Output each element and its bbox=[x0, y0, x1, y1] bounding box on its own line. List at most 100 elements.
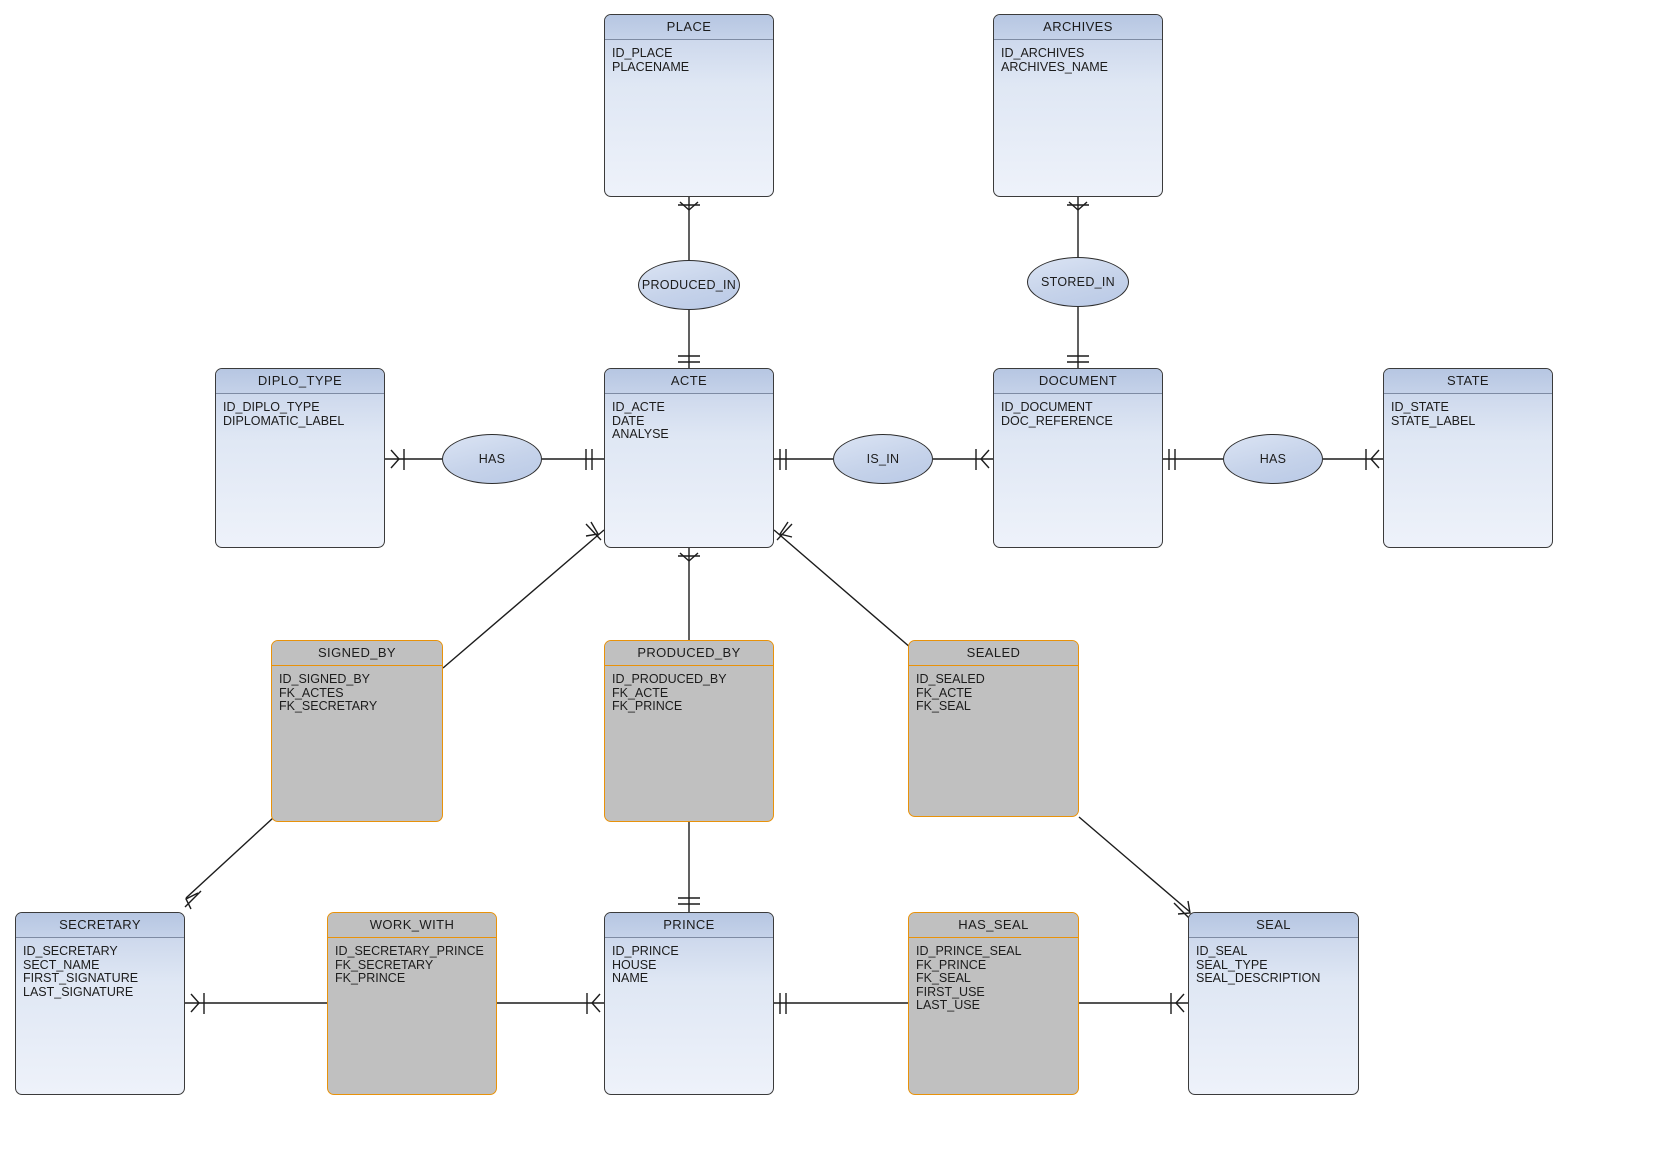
attribute: SECT_NAME bbox=[23, 957, 100, 972]
attribute: ID_SECRETARY bbox=[23, 944, 118, 958]
edge-sealed-seal bbox=[1078, 816, 1191, 913]
attribute: DIPLOMATIC_LABEL bbox=[223, 413, 345, 428]
entity-title-state: STATE bbox=[1384, 369, 1552, 394]
attribute: ID_PRINCE bbox=[612, 944, 679, 958]
attribute: FK_PRINCE bbox=[335, 971, 406, 985]
entity-title-prince: PRINCE bbox=[605, 913, 773, 938]
attribute: FK_ACTES bbox=[279, 685, 344, 700]
crowfoot-seal-left bbox=[1175, 993, 1185, 1013]
entity-title-secretary: SECRETARY bbox=[16, 913, 184, 938]
attribute: STATE_LABEL bbox=[1391, 413, 1476, 428]
attribute: ANALYSE bbox=[612, 427, 669, 441]
attribute: FK_SECRETARY bbox=[335, 957, 434, 972]
crowfoot-secretary bbox=[185, 892, 199, 910]
entity-title-seal: SEAL bbox=[1189, 913, 1358, 938]
attribute: ID_ACTE bbox=[612, 400, 665, 414]
entity-title-produced_by: PRODUCED_BY bbox=[605, 641, 773, 666]
entity-title-place: PLACE bbox=[605, 15, 773, 40]
attribute: NAME bbox=[612, 971, 649, 985]
attribute: DATE bbox=[612, 413, 645, 428]
attribute: DOC_REFERENCE bbox=[1001, 413, 1113, 428]
attribute: FK_SEAL bbox=[916, 971, 971, 985]
attribute: ID_ARCHIVES bbox=[1001, 46, 1085, 60]
crowfoot-seal bbox=[1177, 900, 1191, 915]
attribute: HOUSE bbox=[612, 957, 657, 972]
attribute: ID_DOCUMENT bbox=[1001, 400, 1093, 414]
entity-title-sealed: SEALED bbox=[909, 641, 1078, 666]
entity-title-acte: ACTE bbox=[605, 369, 773, 394]
relationship-label: STORED_IN bbox=[1040, 275, 1115, 289]
relationship-label: IS_IN bbox=[866, 452, 900, 466]
crowfoot-prince-left bbox=[591, 993, 601, 1013]
edge-signed_by-secretary bbox=[185, 817, 274, 899]
attribute: ID_SEAL bbox=[1196, 944, 1248, 958]
entity-title-signed_by: SIGNED_BY bbox=[272, 641, 442, 666]
attribute: ID_SIGNED_BY bbox=[279, 672, 371, 686]
crowfoot-document-left bbox=[980, 449, 990, 469]
attribute: ID_SECRETARY_PRINCE bbox=[335, 944, 484, 958]
attribute: FIRST_USE bbox=[916, 984, 985, 999]
crowfoot-secretary-right bbox=[190, 993, 200, 1013]
relationship-label: HAS bbox=[1259, 452, 1287, 466]
attribute: ID_PRODUCED_BY bbox=[612, 672, 727, 686]
crowfoot-acte-sealed bbox=[778, 521, 793, 538]
attribute: FK_PRINCE bbox=[612, 699, 683, 713]
attribute: FIRST_SIGNATURE bbox=[23, 971, 139, 985]
crowfoot-place bbox=[679, 201, 699, 211]
attribute: FK_ACTE bbox=[916, 685, 973, 700]
attribute: PLACENAME bbox=[612, 59, 690, 74]
crowfoot-state bbox=[1370, 449, 1380, 469]
crowfoot-archives bbox=[1068, 201, 1088, 211]
relationship-produced_in[interactable]: PRODUCED_IN bbox=[638, 260, 740, 310]
attribute: SEAL_DESCRIPTION bbox=[1196, 971, 1321, 985]
crowfoot-acte-produced_by bbox=[679, 552, 699, 562]
entity-title-has_seal: HAS_SEAL bbox=[909, 913, 1078, 938]
entity-title-archives: ARCHIVES bbox=[994, 15, 1162, 40]
attribute: FK_PRINCE bbox=[916, 957, 987, 972]
relationship-label: PRODUCED_IN bbox=[641, 278, 737, 292]
attribute: SEAL_TYPE bbox=[1196, 957, 1268, 972]
attribute: ID_STATE bbox=[1391, 400, 1449, 414]
attribute: ARCHIVES_NAME bbox=[1001, 59, 1108, 74]
attribute: ID_PLACE bbox=[612, 46, 673, 60]
attribute: FK_ACTE bbox=[612, 685, 669, 700]
attribute: ID_DIPLO_TYPE bbox=[223, 400, 320, 414]
relationship-has_diplo[interactable]: HAS bbox=[442, 434, 542, 484]
relationship-is_in[interactable]: IS_IN bbox=[833, 434, 933, 484]
crowfoot-diplo_type bbox=[390, 449, 400, 469]
relationship-stored_in[interactable]: STORED_IN bbox=[1027, 257, 1129, 307]
attribute: FK_SECRETARY bbox=[279, 699, 378, 713]
relationship-has_state[interactable]: HAS bbox=[1223, 434, 1323, 484]
attribute: LAST_SIGNATURE bbox=[23, 984, 134, 999]
